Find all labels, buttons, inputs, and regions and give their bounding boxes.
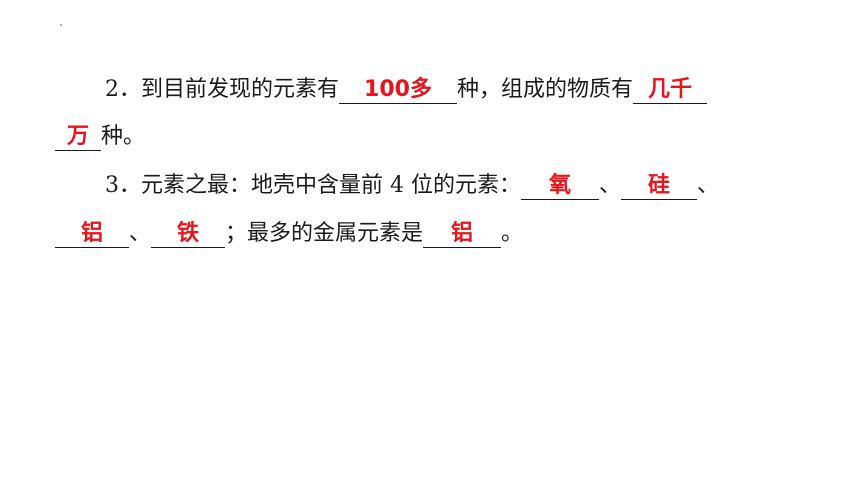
question-3-text-a: 元素之最：地壳中含量前 4 位的元素： xyxy=(141,173,521,198)
answer-iron: 铁 xyxy=(177,221,200,246)
question-2-text-c: 种。 xyxy=(101,124,146,149)
answer-substance-count-part2: 万 xyxy=(66,124,89,149)
answer-most-metal: 铝 xyxy=(451,221,474,246)
question-3-text-b: ；最多的金属元素是 xyxy=(225,221,424,246)
question-3-number: 3． xyxy=(105,173,141,198)
answer-substance-count-part1: 几千 xyxy=(648,77,693,102)
answer-aluminum: 铝 xyxy=(80,221,103,246)
answer-silicon: 硅 xyxy=(648,173,671,198)
answer-blank-silicon: 硅 xyxy=(621,173,698,200)
answer-blank-most-metal: 铝 xyxy=(423,221,502,248)
question-3-text-c: 。 xyxy=(501,221,524,246)
answer-blank-2: 几千 xyxy=(633,77,708,104)
question-2-text-b: 种，组成的物质有 xyxy=(457,77,634,102)
decorative-dot xyxy=(60,24,62,26)
separator-2: 、 xyxy=(697,173,720,198)
answer-oxygen: 氧 xyxy=(548,173,571,198)
question-3-line-1: 3．元素之最：地壳中含量前 4 位的元素： 氧 、 硅 、 xyxy=(105,171,719,201)
answer-blank-aluminum: 铝 xyxy=(55,221,129,248)
answer-blank-oxygen: 氧 xyxy=(521,173,599,200)
separator-1: 、 xyxy=(599,173,622,198)
separator-3: 、 xyxy=(129,221,152,246)
answer-blank-1: 100多 xyxy=(339,77,458,104)
answer-element-count: 100多 xyxy=(364,77,432,102)
question-2-line-1: 2．到目前发现的元素有 100多种，组成的物质有几千 xyxy=(105,75,708,105)
answer-blank-iron: 铁 xyxy=(151,221,226,248)
question-2-text-a: 到目前发现的元素有 xyxy=(141,77,340,102)
question-2-line-2: 万种。 xyxy=(55,122,145,152)
answer-blank-2-cont: 万 xyxy=(55,124,101,151)
question-2-number: 2． xyxy=(105,77,141,102)
question-3-line-2: 铝 、铁 ；最多的金属元素是 铝 。 xyxy=(55,219,523,249)
